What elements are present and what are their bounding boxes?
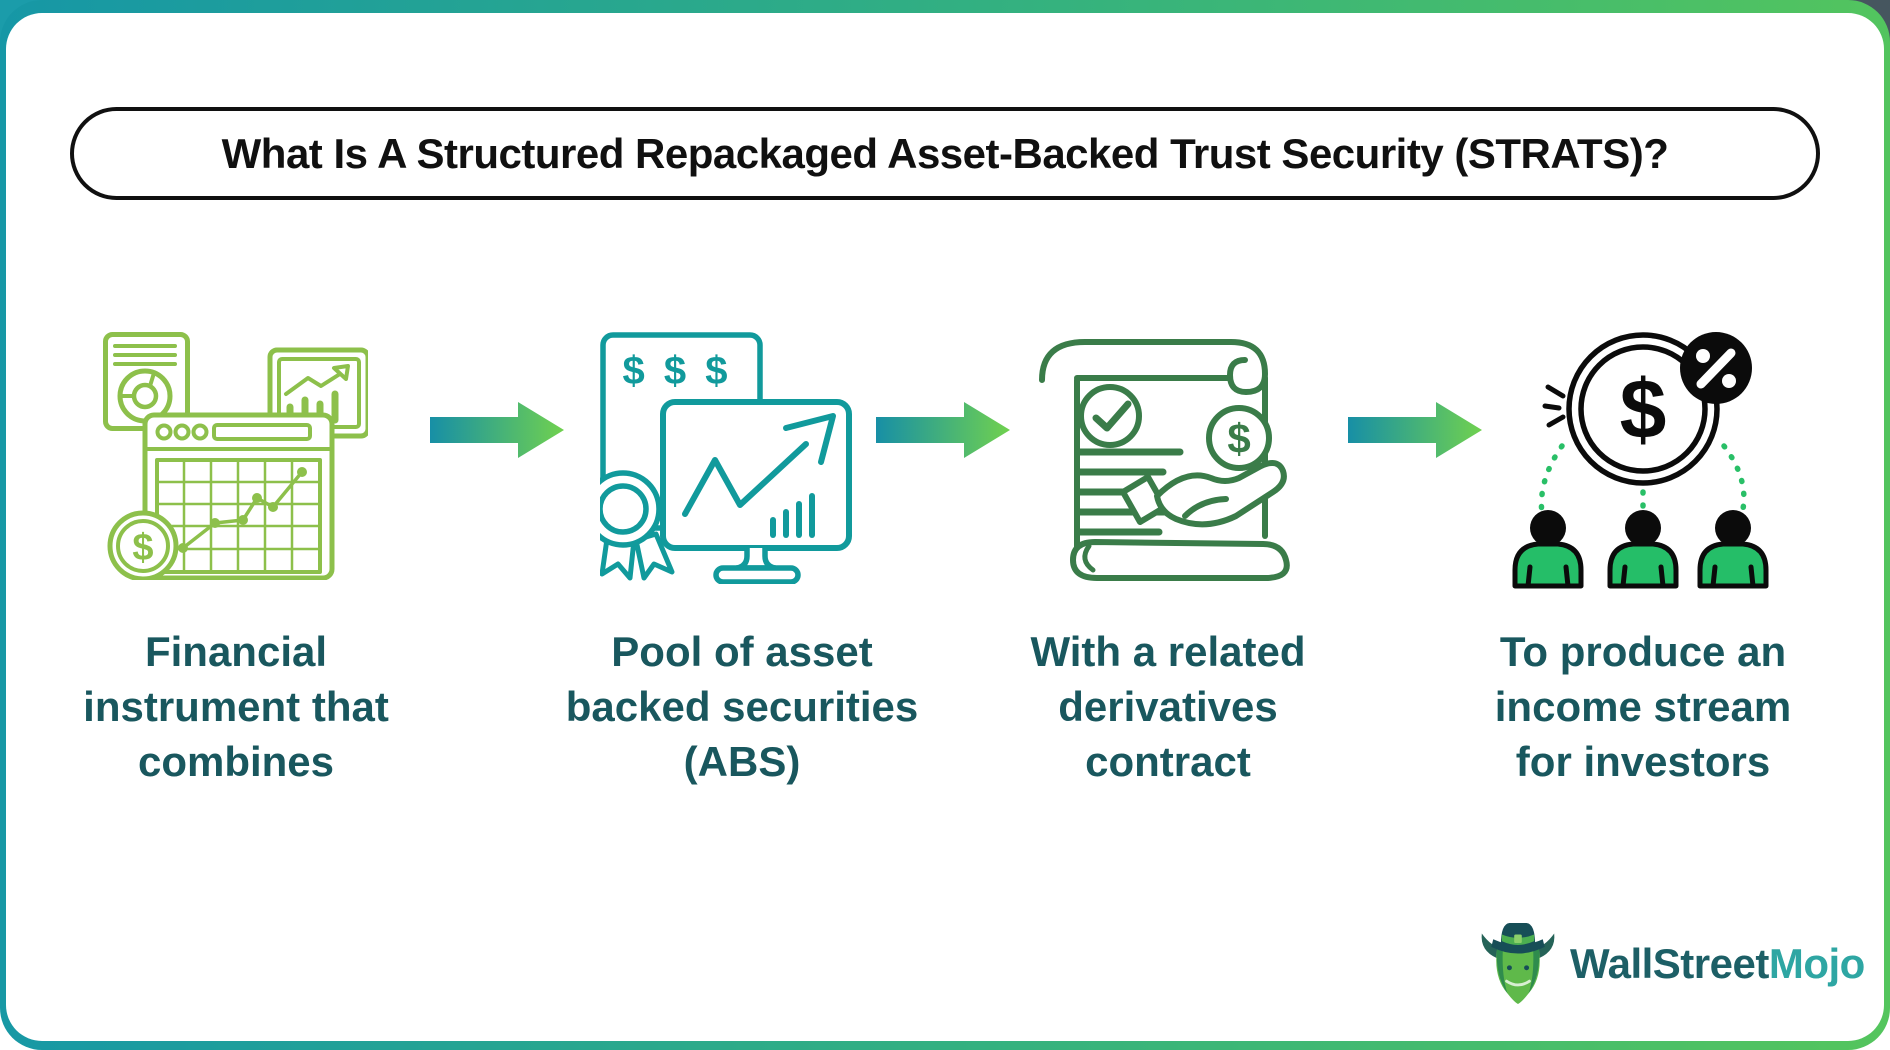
page-title: What Is A Structured Repackaged Asset-Ba… xyxy=(221,129,1669,177)
step-label-1: Financial instrument that combines xyxy=(83,628,389,785)
bull-mascot-icon xyxy=(1481,923,1555,1004)
title-pill: What Is A Structured Repackaged Asset-Ba… xyxy=(70,107,1820,200)
coin-dollar-glyph: $ xyxy=(132,527,153,569)
abs-certificate-icon: $ $ $ xyxy=(584,332,870,589)
wallstreetmojo-logo: WallStreetMojo xyxy=(1478,922,1865,1006)
logo-wordmark: WallStreetMojo xyxy=(1570,940,1865,988)
derivatives-contract-icon: $ xyxy=(1035,330,1300,587)
flow-arrow-2 xyxy=(876,402,1010,458)
investor-figures xyxy=(1512,510,1769,589)
logo-text-wallstreet: WallStreet xyxy=(1570,940,1769,987)
logo-text-mojo: Mojo xyxy=(1768,940,1865,987)
step-label-3: With a related derivatives contract xyxy=(1030,628,1306,785)
financial-documents-icon: $ xyxy=(103,332,371,585)
flow-arrow-1 xyxy=(430,402,564,458)
flow-arrow-3 xyxy=(1348,402,1482,458)
income-stream-icon: $ xyxy=(1500,330,1790,595)
certificate-dollars-glyphs: $ $ $ xyxy=(623,349,732,393)
big-coin-dollar-glyph: $ xyxy=(1620,362,1667,456)
step-label-4: To produce an income stream for investor… xyxy=(1494,628,1792,785)
contract-coin-dollar-glyph: $ xyxy=(1227,415,1250,462)
step-label-2: Pool of asset backed securities (ABS) xyxy=(565,628,919,785)
